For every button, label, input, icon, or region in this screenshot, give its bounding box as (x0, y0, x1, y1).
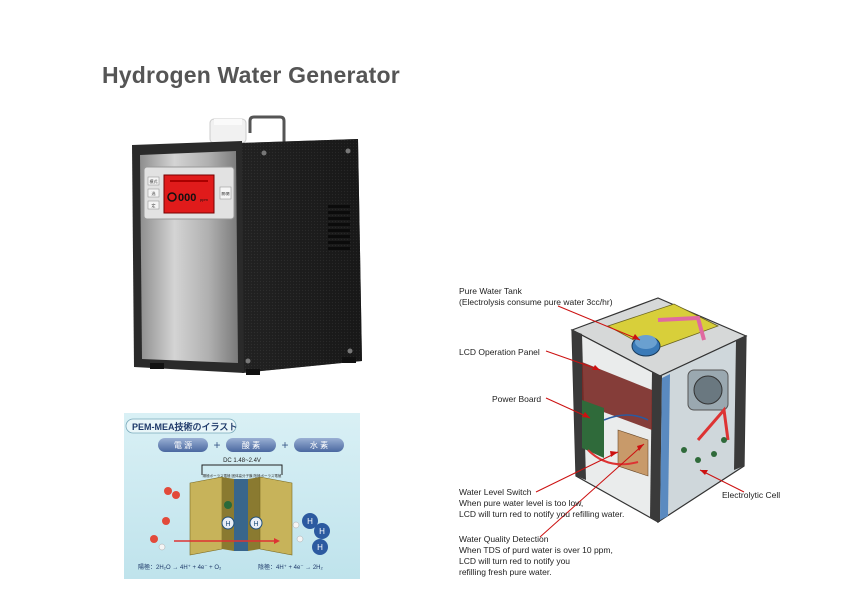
power-source-label: 電 源 (174, 441, 192, 450)
anode-equation: 陽極：2H₂O → 4H⁺ + 4e⁻ + O₂ (138, 563, 222, 571)
pem-mea-illustration: PEM-MEA技術のイラスト 電 源 + 酸 素 + 水 素 DC 1.48~2… (124, 413, 360, 579)
select-button[interactable] (147, 188, 160, 198)
mode-button-label: 模式 (150, 178, 158, 184)
water-quality-desc-2: LCD will turn red to notify you (459, 556, 571, 566)
lcd-value: 000 (178, 192, 196, 204)
svg-text:+: + (281, 438, 288, 452)
water-quality-desc-3: refilling fresh pure water. (459, 567, 552, 577)
cathode-equation: 陰極：4H⁺ + 4e⁻ → 2H₂ (258, 563, 324, 571)
water-quality-callout: Water Quality Detection When TDS of purd… (459, 534, 613, 578)
electrolytic-cell-callout: Electrolytic Cell (722, 490, 781, 500)
hydrogen-label: 水 素 (310, 440, 328, 450)
water-level-switch-desc-2: LCD will turn red to notify you refillin… (459, 509, 625, 519)
water-quality-title: Water Quality Detection (459, 534, 549, 544)
pure-water-tank-callout: Pure Water Tank (Electrolysis consume pu… (459, 286, 613, 308)
svg-text:+: + (213, 438, 220, 452)
pure-water-tank-title: Pure Water Tank (459, 286, 522, 296)
ion-label-2: H (253, 521, 258, 528)
illustration-heading: PEM-MEA技術のイラスト (132, 421, 237, 432)
lcd-unit: ppm (200, 197, 208, 202)
lcd-panel-callout: LCD Operation Panel (459, 347, 540, 357)
ion-label-4: H (319, 527, 325, 536)
pure-water-tank-desc: (Electrolysis consume pure water 3cc/hr) (459, 297, 613, 307)
voltage-label: DC 1.48~2.4V (223, 458, 261, 464)
oxygen-label: 酸 素 (242, 440, 260, 450)
ion-label-1: H (225, 521, 230, 528)
select-button-label: 选 (152, 190, 156, 196)
water-quality-desc-1: When TDS of purd water is over 10 ppm, (459, 545, 613, 555)
ion-label-3: H (307, 517, 313, 526)
set-button[interactable] (147, 200, 160, 210)
vent-grille (328, 205, 350, 250)
ion-label-5: H (317, 543, 323, 552)
water-level-switch-callout: Water Level Switch When pure water level… (459, 487, 624, 520)
set-button-label: 定 (152, 202, 156, 208)
membrane-label: 陽極ポーラス電極 固体高分子膜 陰極ポーラス電極 (203, 473, 282, 478)
power-button-label: 開/関 (222, 191, 230, 196)
water-level-switch-desc-1: When pure water level is too low, (459, 498, 584, 508)
water-level-switch-title: Water Level Switch (459, 487, 532, 497)
power-button[interactable] (219, 186, 232, 200)
page-title: Hydrogen Water Generator (102, 62, 400, 88)
power-board-callout: Power Board (492, 394, 542, 404)
mode-button[interactable] (147, 176, 160, 186)
device-image: 模式 选 定 000 ppm 開/関 (132, 115, 362, 375)
